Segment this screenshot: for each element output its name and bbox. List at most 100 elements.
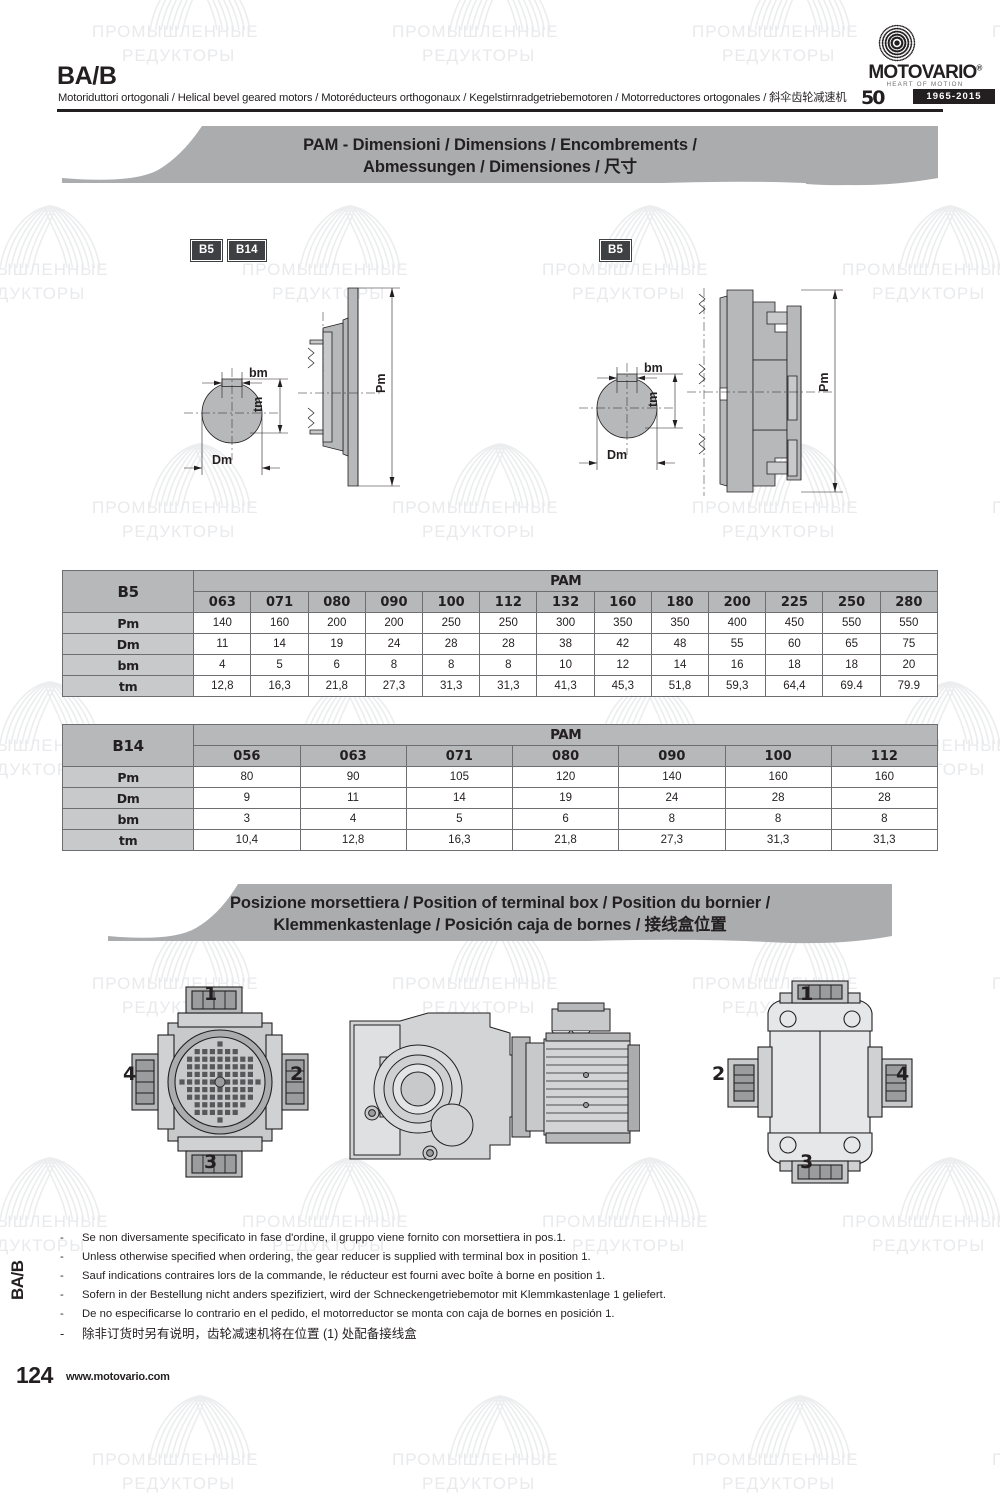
page-title: BA/B — [57, 62, 117, 90]
table-cell: 27,3 — [618, 829, 726, 851]
table-cell: 31,3 — [422, 675, 481, 697]
table-cell: 16 — [708, 654, 767, 676]
table-cell: 5 — [405, 808, 514, 830]
table-cell: 200 — [364, 612, 424, 634]
registered-mark: ® — [976, 63, 983, 73]
table-row-label: Pm — [61, 766, 195, 788]
table-cell: 3 — [193, 808, 301, 830]
section-banner-terminal-box: Posizione morsettiera / Position of term… — [108, 884, 892, 946]
table-row-label: Dm — [61, 787, 195, 809]
note-item: - De no especificarse lo contrario en el … — [60, 1305, 940, 1324]
table-cell: 12 — [593, 654, 652, 676]
table-cell: 69.4 — [822, 675, 881, 697]
note-bullet: - — [60, 1308, 64, 1320]
table-column-header: 250 — [822, 591, 881, 613]
label-bm: bm — [249, 366, 268, 380]
table-cell: 18 — [822, 654, 881, 676]
position-label-left-right: 2 — [290, 1063, 304, 1085]
table-column-header: 090 — [364, 591, 424, 613]
table-cell: 18 — [765, 654, 824, 676]
table-cell: 45,3 — [593, 675, 652, 697]
label-pm-right: Pm — [817, 373, 831, 392]
table-cell: 41,3 — [536, 675, 595, 697]
badge-b14-left: B14 — [227, 239, 267, 262]
table-cell: 79.9 — [879, 675, 939, 697]
position-label-right-right: 4 — [896, 1063, 910, 1085]
banner-bottom-line-2: Klemmenkastenlage / Posición caja de bor… — [273, 916, 727, 934]
banner-shape-bottom — [108, 884, 892, 944]
position-label-left-bottom: 3 — [204, 1151, 218, 1173]
table-cell: 19 — [511, 787, 620, 809]
table-cell: 8 — [724, 808, 832, 830]
table-cell: 350 — [593, 612, 652, 634]
notes-list: - Se non diversamente specificato in fase… — [60, 1229, 940, 1345]
note-bullet: - — [60, 1289, 64, 1301]
table-cell: 300 — [536, 612, 595, 634]
table-cell: 75 — [879, 633, 939, 655]
table-cell: 80 — [193, 766, 301, 788]
logo-tagline: HEART OF MOTION — [886, 81, 964, 88]
table-cell: 28 — [422, 633, 481, 655]
note-item: - Unless otherwise specified when orderin… — [60, 1248, 940, 1267]
gearmotor-side-view — [349, 1002, 640, 1161]
note-text: 除非订货时另有说明，齿轮减速机将在位置 (1) 处配备接线盒 — [82, 1327, 417, 1341]
motovario-mark-icon — [878, 24, 916, 62]
table-cell: 8 — [479, 654, 538, 676]
table-cell: 450 — [765, 612, 824, 634]
table-cell: 9 — [193, 787, 301, 809]
table-cell: 31,3 — [724, 829, 832, 851]
table-cell: 550 — [822, 612, 881, 634]
note-text: Se non diversamente specificato in fase … — [82, 1232, 566, 1244]
table-cell: 8 — [830, 808, 939, 830]
position-label-right-top: 1 — [800, 983, 814, 1005]
table-column-header: 063 — [299, 745, 407, 767]
table-cell: 28 — [479, 633, 538, 655]
label-tm-right: tm — [646, 392, 660, 407]
table-cell: 28 — [830, 787, 939, 809]
table-column-header: 100 — [724, 745, 832, 767]
table-column-header: 056 — [193, 745, 301, 767]
table-column-header: 225 — [765, 591, 824, 613]
table-cell: 21,8 — [511, 829, 620, 851]
terminal-box-position-illustrations: 1 2 3 4 — [0, 955, 1000, 1215]
note-bullet: - — [60, 1251, 64, 1263]
table-row-label: tm — [61, 829, 195, 851]
note-item: -除非订货时另有说明，齿轮减速机将在位置 (1) 处配备接线盒 — [60, 1324, 940, 1345]
table-column-header: 180 — [650, 591, 710, 613]
table-cell: 38 — [536, 633, 595, 655]
table-cell: 140 — [618, 766, 726, 788]
table-cell: 6 — [307, 654, 366, 676]
table-column-header: 200 — [708, 591, 767, 613]
table-cell: 10,4 — [193, 829, 301, 851]
position-label-right-left: 2 — [712, 1063, 726, 1085]
table-cell: 59,3 — [708, 675, 767, 697]
note-text: Sauf indications contraires lors de la c… — [82, 1270, 606, 1282]
table-cell: 20 — [879, 654, 939, 676]
table-corner-label: B5 — [61, 570, 195, 613]
table-column-header: 112 — [479, 591, 538, 613]
note-text: Unless otherwise specified when ordering… — [82, 1251, 591, 1263]
note-item: -Sauf indications contraires lors de la … — [60, 1267, 940, 1286]
note-text: Sofern in der Bestellung nicht anders sp… — [82, 1289, 666, 1301]
page-subtitle: Motoriduttori ortogonali / Helical bevel… — [58, 92, 847, 104]
table-cell: 4 — [299, 808, 407, 830]
table-column-header: 280 — [879, 591, 939, 613]
table-cell: 24 — [364, 633, 424, 655]
table-column-header: 112 — [830, 745, 939, 767]
note-text: De no especificarse lo contrario en el p… — [82, 1308, 615, 1320]
table-cell: 64,4 — [765, 675, 824, 697]
table-cell: 48 — [650, 633, 710, 655]
table-column-header: 090 — [618, 745, 726, 767]
table-group-header: PAM — [193, 570, 938, 592]
table-cell: 11 — [193, 633, 252, 655]
table-cell: 16,3 — [250, 675, 309, 697]
table-cell: 14 — [405, 787, 514, 809]
